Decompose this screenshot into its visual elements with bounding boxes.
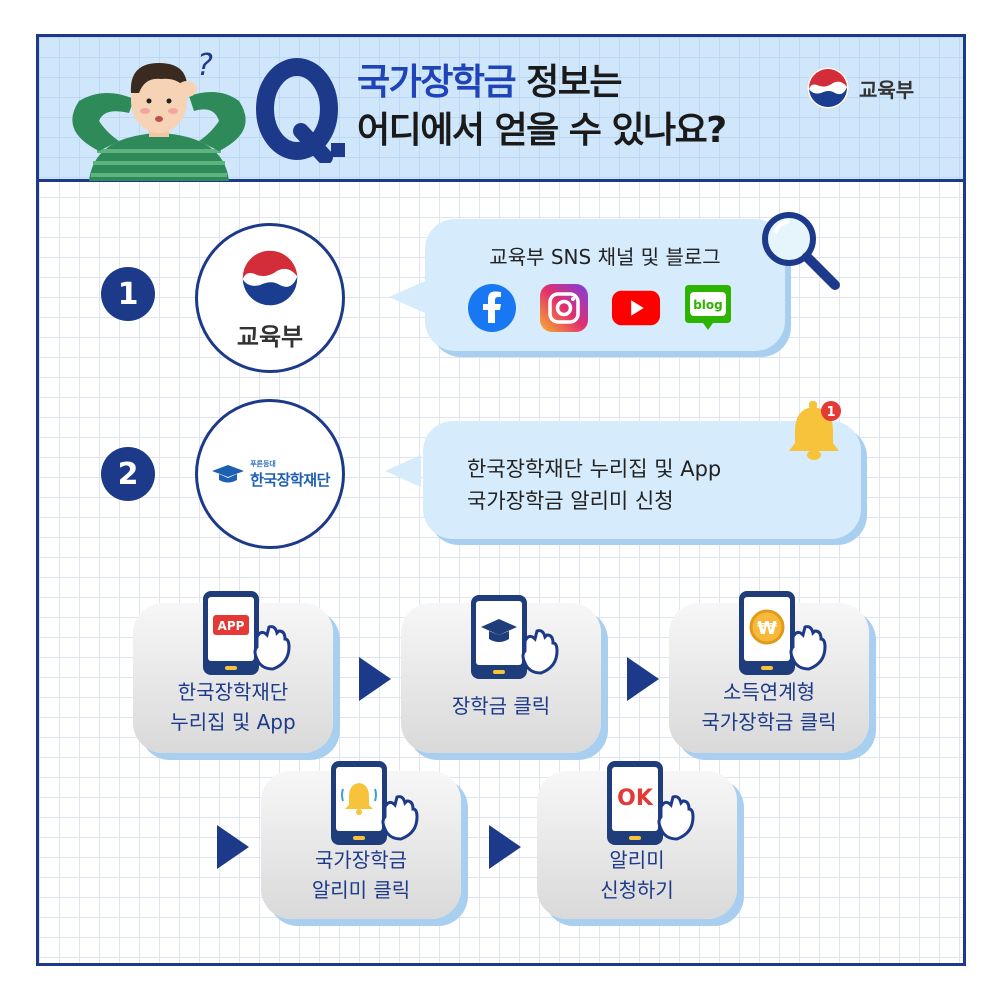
- bell-badge-count: 1: [826, 405, 835, 420]
- flow-arrow-2: [627, 657, 659, 701]
- confused-person-illustration: ?: [72, 48, 246, 181]
- step-number-1: 1: [101, 267, 155, 321]
- title-rest: 정보는: [515, 62, 622, 103]
- youtube-icon[interactable]: [611, 283, 661, 333]
- card-4-line-2: 알리미 클릭: [311, 878, 411, 902]
- taegeuk-emblem-icon: [242, 250, 298, 305]
- kosaf-logo: 푸른등대 한국장학재단: [210, 459, 330, 490]
- won-sign: ₩: [757, 618, 777, 639]
- card-3-line-2: 국가장학금 클릭: [701, 710, 837, 734]
- header: ? 국가장학금 정보는 어디에서 얻을 수 있나요? 교육부: [39, 37, 963, 182]
- card-1-line-1: 한국장학재단: [177, 680, 289, 704]
- facebook-icon[interactable]: [467, 283, 517, 333]
- instagram-icon[interactable]: [539, 283, 589, 333]
- title-line-2: 어디에서 얻을 수 있나요?: [357, 110, 727, 151]
- card-2-line-1: 장학금 클릭: [451, 694, 551, 718]
- title-line-1: 국가장학금 정보는: [357, 59, 726, 107]
- sns-bubble: 교육부 SNS 채널 및 블로그 blog: [425, 219, 785, 351]
- svg-text:?: ?: [197, 48, 213, 83]
- card-2-label: 장학금 클릭: [401, 691, 601, 721]
- taegeuk-emblem-icon: [806, 66, 850, 110]
- kosaf-bubble-line-2: 국가장학금 알리미 신청: [467, 489, 674, 513]
- ministry-logo-circle: 교육부: [195, 223, 345, 373]
- kosaf-bubble: 한국장학재단 누리집 및 App 국가장학금 알리미 신청: [423, 421, 861, 539]
- page-title: 국가장학금 정보는 어디에서 얻을 수 있나요?: [357, 59, 727, 155]
- bubble-tail-1: [389, 281, 425, 313]
- q-letter-graphic: [256, 58, 345, 163]
- ministry-logo-label: 교육부: [236, 322, 304, 351]
- phone-ok-icon: OK: [607, 761, 695, 845]
- flow-arrow-1: [359, 657, 391, 701]
- bubble-tail-2: [385, 455, 421, 487]
- sns-icon-row: blog: [467, 283, 733, 333]
- card-1-line-2: 누리집 및 App: [170, 710, 296, 734]
- ministry-name: 교육부: [859, 77, 915, 102]
- graduation-cap-icon: [212, 465, 245, 483]
- card-4-label: 국가장학금 알리미 클릭: [261, 845, 461, 905]
- flow-arrow-4: [489, 825, 521, 869]
- ok-screen-text: OK: [617, 786, 654, 811]
- sns-bubble-title: 교육부 SNS 채널 및 블로그: [489, 245, 721, 269]
- bell-icon: 1: [789, 401, 841, 460]
- card-5-line-1: 알리미: [609, 848, 665, 872]
- phone-graduation-icon: [471, 595, 559, 679]
- flow-arrow-3: [217, 825, 249, 869]
- step-number-2: 2: [101, 447, 155, 501]
- blog-label: blog: [693, 298, 723, 312]
- ministry-logo-top: 교육부: [805, 65, 914, 111]
- kosaf-bubble-text: 한국장학재단 누리집 및 App 국가장학금 알리미 신청: [467, 453, 721, 517]
- infographic-frame: ? 국가장학금 정보는 어디에서 얻을 수 있나요? 교육부 1 교육부: [36, 34, 966, 966]
- card-3-label: 소득연계형 국가장학금 클릭: [669, 677, 869, 737]
- kosaf-name: 한국장학재단: [250, 470, 330, 489]
- kosaf-logo-circle: 푸른등대 한국장학재단: [195, 399, 345, 549]
- magnifier-icon: [762, 212, 840, 290]
- card-5-label: 알리미 신청하기: [537, 845, 737, 905]
- phone-won-coin-icon: ₩: [739, 591, 827, 675]
- title-highlight: 국가장학금: [357, 62, 517, 103]
- card-1-label: 한국장학재단 누리집 및 App: [133, 677, 333, 737]
- blog-icon[interactable]: blog: [683, 283, 733, 333]
- kosaf-bubble-line-1: 한국장학재단 누리집 및 App: [467, 457, 722, 481]
- phone-app-icon: APP: [203, 591, 291, 675]
- app-screen-text: APP: [218, 619, 245, 633]
- card-3-line-1: 소득연계형: [723, 680, 815, 704]
- card-5-line-2: 신청하기: [600, 878, 674, 902]
- phone-bell-icon: [331, 761, 419, 845]
- card-4-line-1: 국가장학금: [315, 848, 407, 872]
- kosaf-small-label: 푸른등대: [250, 459, 276, 468]
